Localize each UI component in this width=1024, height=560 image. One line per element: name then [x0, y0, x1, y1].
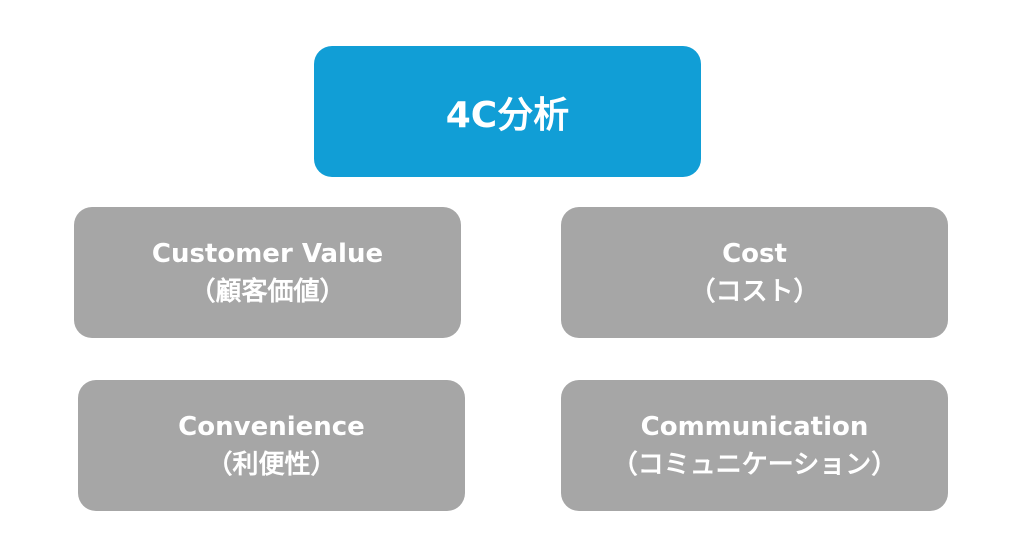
- title: 4C分析: [445, 94, 570, 136]
- label-ja: （コスト）: [689, 276, 820, 307]
- title-box: 4C分析: [314, 46, 701, 177]
- label-en: Customer Value: [151, 238, 384, 269]
- label-ja: （利便性）: [206, 449, 337, 480]
- label-ja: （コミュニケーション）: [611, 449, 898, 480]
- communication-box: Communication （コミュニケーション）: [561, 380, 948, 511]
- cost-box: Cost （コスト）: [561, 207, 948, 338]
- label-en: Cost: [722, 238, 787, 269]
- convenience-box: Convenience （利便性）: [78, 380, 465, 511]
- customer-value-box: Customer Value （顧客価値）: [74, 207, 461, 338]
- label-en: Communication: [640, 411, 869, 442]
- label-en: Convenience: [178, 411, 365, 442]
- label-ja: （顧客価値）: [189, 276, 346, 307]
